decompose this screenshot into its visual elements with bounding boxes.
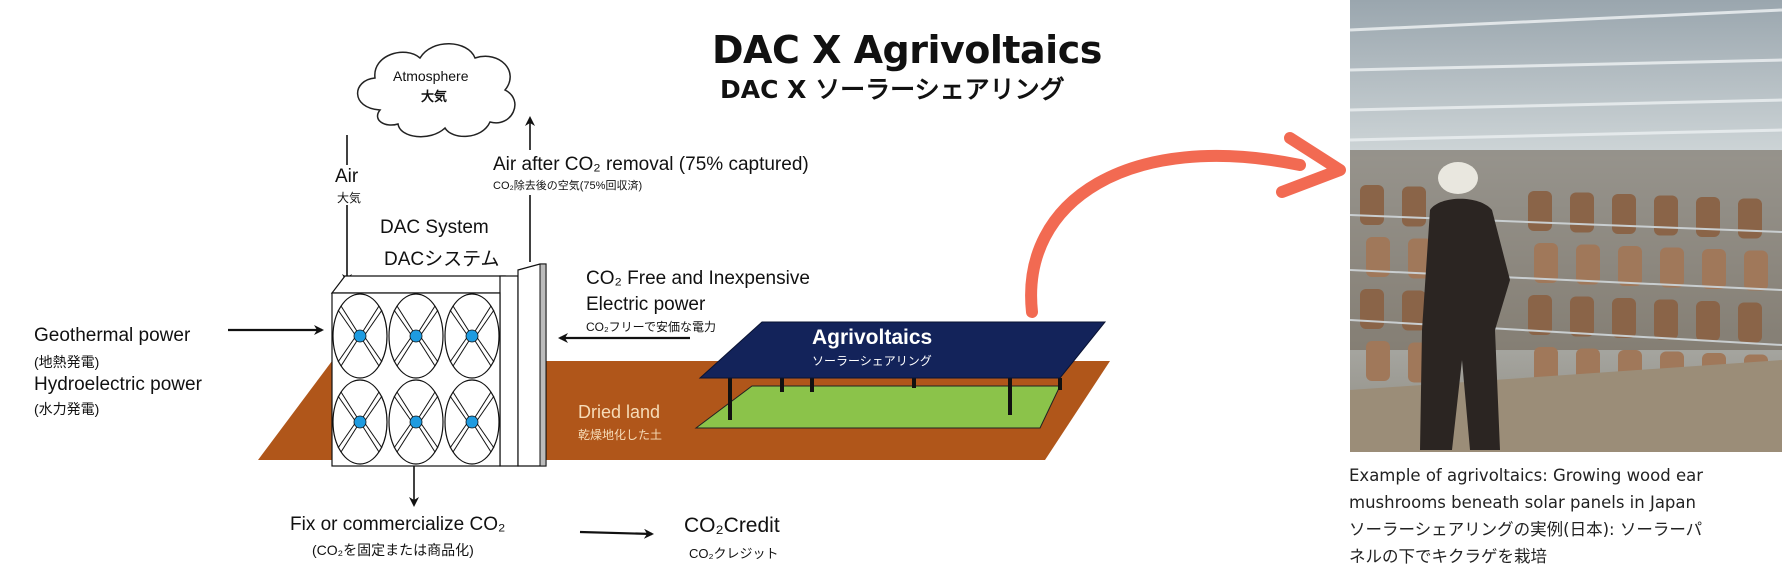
agrivoltaics-label-ja: ソーラーシェアリング (812, 354, 932, 368)
air-in-label-ja: 大気 (337, 191, 362, 205)
mushroom-block (1618, 246, 1642, 286)
agrivoltaics-photo (1349, 0, 1782, 452)
mushroom-block (1366, 237, 1390, 277)
mushroom-block (1528, 295, 1552, 335)
atmosphere-label: Atmosphere (393, 68, 469, 84)
credit-label-ja: CO₂クレジット (689, 546, 779, 561)
dac-unit (330, 263, 547, 467)
mushroom-block (1696, 197, 1720, 237)
fan-icon (444, 293, 500, 379)
air-out-label-ja: CO₂除去後の空気(75%回収済) (493, 180, 643, 192)
caption-line: ソーラーシェアリングの実例(日本): ソーラーパ (1349, 520, 1703, 539)
electric-label-ja: CO₂フリーで安価な電力 (586, 320, 716, 334)
mushroom-block (1366, 341, 1390, 381)
dried-land-label: Dried land (578, 402, 661, 422)
page-subtitle: DAC X ソーラーシェアリング (720, 75, 1065, 104)
mushroom-block (1612, 298, 1636, 338)
mushroom-block (1570, 296, 1594, 337)
mushroom-block (1660, 247, 1684, 288)
mushroom-block (1534, 243, 1558, 283)
mushroom-block (1654, 195, 1678, 236)
credit-arrow (579, 528, 654, 539)
mushroom-block (1576, 244, 1600, 285)
mushroom-block (1360, 185, 1384, 225)
mushroom-block (1528, 191, 1552, 231)
electric-label-line2: Electric power (586, 294, 706, 315)
mushroom-block (1402, 186, 1426, 227)
dried-land-label-ja: 乾燥地化した土 (578, 428, 663, 442)
fix-label-ja: (CO₂を固定または商品化) (312, 542, 474, 558)
curve-arrow-head (1276, 132, 1346, 198)
solar-panel (698, 321, 1107, 379)
fan-icon (388, 293, 444, 379)
fix-label: Fix or commercialize CO₂ (290, 514, 506, 535)
page-title: DAC X Agrivoltaics (712, 28, 1102, 72)
electric-label-line1: CO₂ Free and Inexpensive (586, 268, 810, 289)
green-field (694, 385, 1061, 429)
panel-legs (728, 378, 1062, 420)
curve-arrow (1025, 149, 1306, 318)
photo-caption: Example of agrivoltaics: Growing wood ea… (1349, 462, 1779, 570)
air-in-label: Air (335, 166, 359, 187)
agrivoltaics-label: Agrivoltaics (812, 326, 933, 349)
mushroom-block (1654, 299, 1678, 340)
fan-icon (332, 379, 388, 465)
mushroom-block (1696, 301, 1720, 341)
dac-system-label-ja: DACシステム (384, 249, 500, 270)
mushroom-block (1402, 290, 1426, 331)
fan-icon (388, 379, 444, 465)
geothermal-label-ja: (地熱発電) (34, 354, 100, 370)
mushroom-block (1738, 198, 1762, 239)
mushroom-block (1744, 250, 1768, 291)
hydroelectric-label-ja: (水力発電) (34, 401, 100, 417)
caption-line: mushrooms beneath solar panels in Japan (1349, 493, 1696, 512)
mushroom-block (1570, 192, 1594, 233)
mushroom-block (1738, 302, 1762, 343)
geothermal-label: Geothermal power (34, 325, 191, 346)
mushroom-block (1360, 289, 1384, 329)
mushroom-block (1612, 194, 1636, 234)
atmosphere-label-ja: 大気 (421, 89, 448, 104)
mushroom-block (1408, 238, 1432, 279)
caption-line: Example of agrivoltaics: Growing wood ea… (1349, 466, 1704, 485)
air-out-label: Air after CO₂ removal (75% captured) (493, 154, 809, 175)
credit-label: CO₂Credit (684, 514, 780, 537)
dac-system-label: DAC System (380, 217, 489, 238)
mushroom-block (1702, 249, 1726, 289)
fan-icon (444, 379, 500, 465)
fan-icon (332, 293, 388, 379)
atmosphere-cloud (356, 43, 516, 138)
hydroelectric-label: Hydroelectric power (34, 374, 202, 395)
caption-line: ネルの下でキクラゲを栽培 (1349, 547, 1547, 566)
